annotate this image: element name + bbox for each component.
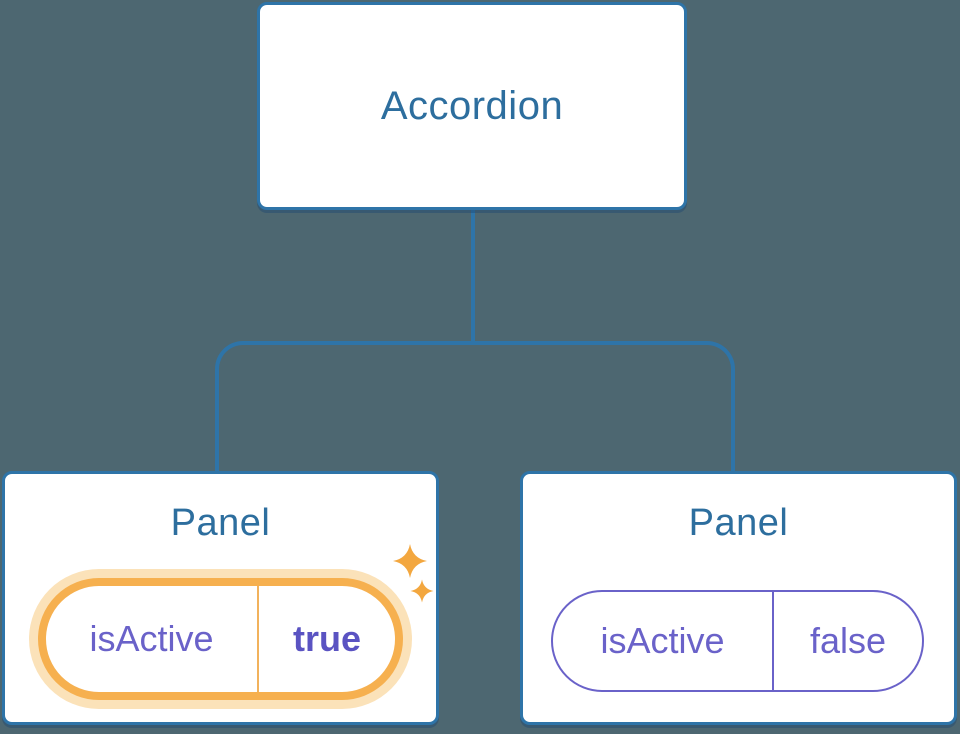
state-pill-active: isActive true <box>38 578 403 700</box>
state-prop-name: isActive <box>600 620 725 661</box>
state-prop-value: true <box>292 618 361 659</box>
pill-divider <box>257 586 259 692</box>
accordion-node: Accordion <box>257 2 687 210</box>
state-prop-value: false <box>809 620 887 661</box>
state-pill-inactive: isActive false <box>551 590 924 692</box>
state-prop-name: isActive <box>89 618 214 659</box>
pill-divider <box>772 592 774 690</box>
panel-node-active: Panel isActive true <box>2 471 439 725</box>
panel-title: Panel <box>170 502 271 544</box>
panel-node-inactive: Panel isActive false <box>520 471 957 725</box>
connector-stem <box>471 208 475 344</box>
connector-branch <box>215 341 735 471</box>
accordion-label: Accordion <box>380 83 564 128</box>
panel-title: Panel <box>688 502 789 544</box>
sparkle-stars-icon <box>393 544 434 603</box>
